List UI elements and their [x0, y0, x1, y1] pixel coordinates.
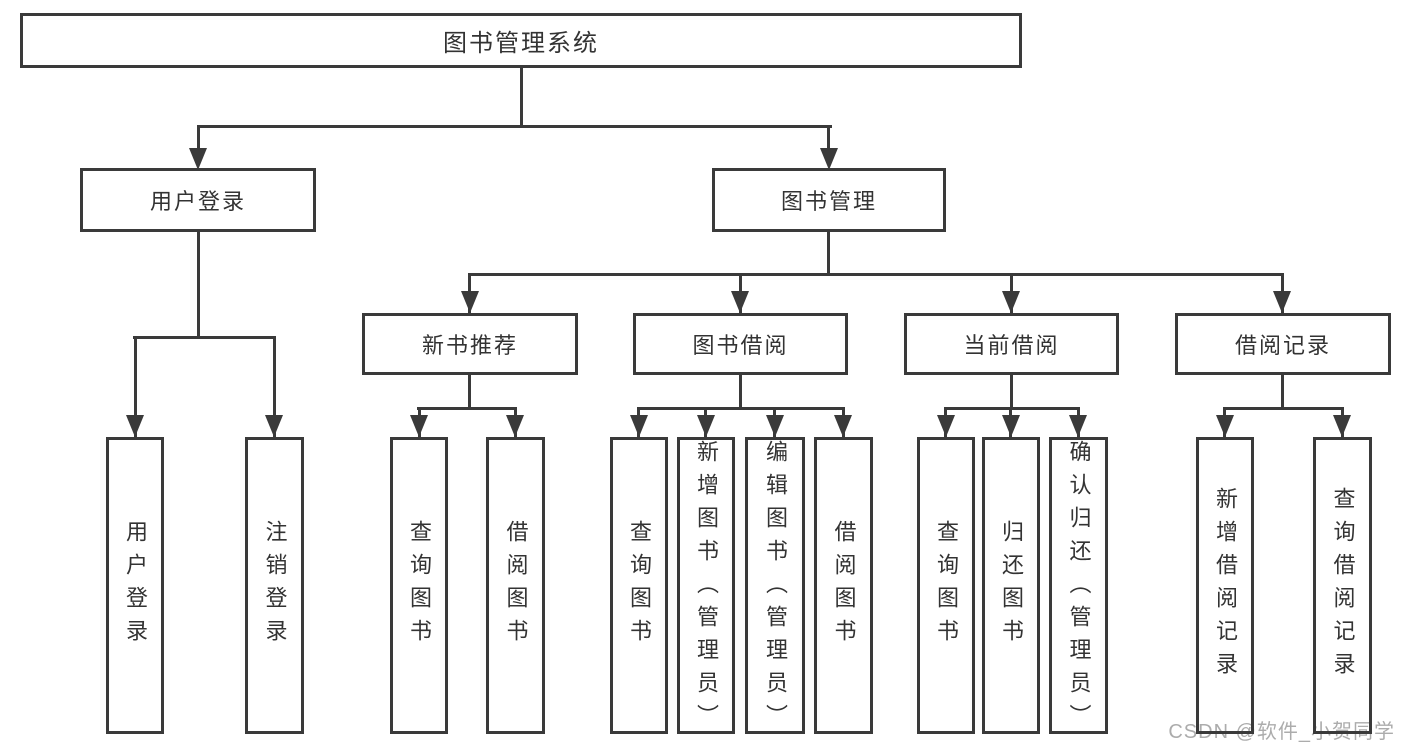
node-confirm-return-admin-label: 确认归还（管理员）	[1066, 440, 1092, 737]
node-user-login-label: 用户登录	[149, 189, 246, 214]
arrow-down-icon	[937, 415, 955, 437]
node-root-label: 图书管理系统	[443, 30, 599, 57]
node-borrow-records-label: 借阅记录	[1234, 333, 1331, 358]
node-user-login: 用户登录	[80, 168, 316, 232]
node-return-books-label: 归还图书	[999, 519, 1024, 652]
arrow-down-icon	[1002, 291, 1020, 313]
connector-line	[520, 68, 523, 125]
node-query-borrow-record: 查询借阅记录	[1313, 437, 1372, 734]
connector-line	[468, 273, 1284, 276]
node-user-login-leaf-label: 用户登录	[123, 519, 148, 652]
node-query-books-current: 查询图书	[917, 437, 975, 734]
connector-line	[197, 125, 832, 128]
arrow-down-icon	[126, 415, 144, 437]
connector-line	[1223, 407, 1344, 410]
connector-line	[468, 375, 471, 409]
arrow-down-icon	[461, 291, 479, 313]
node-current-borrow-label: 当前借阅	[963, 333, 1060, 358]
node-borrow-books-recommend: 借阅图书	[486, 437, 545, 734]
node-query-books-recommend: 查询图书	[390, 437, 448, 734]
node-borrow-books-recommend-label: 借阅图书	[503, 519, 529, 652]
node-query-borrow-record-label: 查询借阅记录	[1330, 486, 1356, 685]
connector-line	[827, 232, 830, 276]
arrow-down-icon	[410, 415, 428, 437]
node-add-books-admin: 新增图书（管理员）	[677, 437, 735, 737]
node-borrow-records: 借阅记录	[1175, 313, 1391, 375]
connector-line	[134, 336, 137, 437]
arrow-down-icon	[506, 415, 524, 437]
connector-line	[197, 125, 200, 152]
connector-line	[827, 125, 830, 152]
arrow-down-icon	[189, 148, 207, 170]
connector-line	[273, 336, 276, 437]
connector-line	[417, 407, 517, 410]
connector-line	[1281, 375, 1284, 409]
arrow-down-icon	[265, 415, 283, 437]
node-logout: 注销登录	[245, 437, 304, 734]
node-borrow-books-leaf-label: 借阅图书	[831, 519, 857, 652]
connector-line	[944, 407, 1080, 410]
arrow-down-icon	[766, 415, 784, 437]
node-query-books-borrow-label: 查询图书	[627, 519, 652, 652]
arrow-down-icon	[731, 291, 749, 313]
node-query-books-borrow: 查询图书	[610, 437, 668, 734]
node-current-borrow: 当前借阅	[904, 313, 1119, 375]
connector-line	[637, 407, 845, 410]
node-edit-books-admin-label: 编辑图书（管理员）	[763, 440, 788, 737]
arrow-down-icon	[1216, 415, 1234, 437]
connector-line	[1010, 375, 1013, 409]
arrow-down-icon	[1333, 415, 1351, 437]
node-new-book-recommend-label: 新书推荐	[421, 333, 518, 358]
arrow-down-icon	[1069, 415, 1087, 437]
node-edit-books-admin: 编辑图书（管理员）	[745, 437, 805, 737]
connector-line	[739, 375, 742, 409]
arrow-down-icon	[820, 148, 838, 170]
node-user-login-leaf: 用户登录	[106, 437, 164, 734]
node-confirm-return-admin: 确认归还（管理员）	[1049, 437, 1108, 737]
node-root: 图书管理系统	[20, 13, 1022, 68]
arrow-down-icon	[1002, 415, 1020, 437]
connector-line	[133, 336, 276, 339]
node-query-books-current-label: 查询图书	[934, 519, 959, 652]
node-borrow-books-leaf: 借阅图书	[814, 437, 873, 734]
node-add-borrow-record: 新增借阅记录	[1196, 437, 1254, 734]
node-add-books-admin-label: 新增图书（管理员）	[694, 440, 719, 737]
arrow-down-icon	[630, 415, 648, 437]
connector-line	[197, 232, 200, 338]
arrow-down-icon	[1273, 291, 1291, 313]
node-book-management: 图书管理	[712, 168, 946, 232]
arrow-down-icon	[697, 415, 715, 437]
csdn-watermark: CSDN @软件_小贺同学	[1168, 721, 1395, 743]
node-book-borrow: 图书借阅	[633, 313, 848, 375]
node-query-books-recommend-label: 查询图书	[407, 519, 432, 652]
node-new-book-recommend: 新书推荐	[362, 313, 578, 375]
node-add-borrow-record-label: 新增借阅记录	[1213, 486, 1238, 685]
arrow-down-icon	[834, 415, 852, 437]
node-return-books: 归还图书	[982, 437, 1040, 734]
node-book-management-label: 图书管理	[780, 189, 877, 214]
node-book-borrow-label: 图书借阅	[692, 333, 789, 358]
node-logout-label: 注销登录	[262, 519, 288, 652]
